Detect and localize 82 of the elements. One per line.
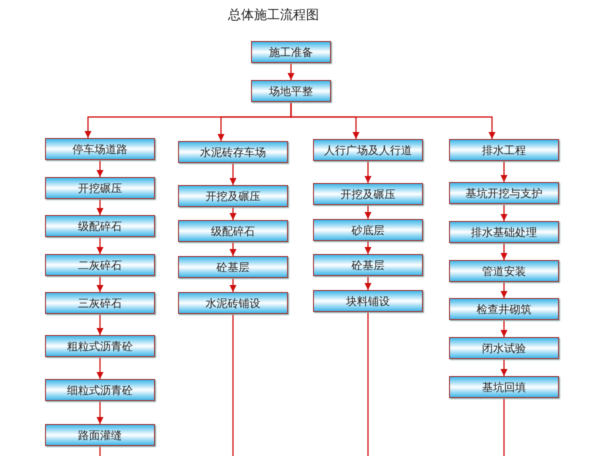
step-label: 检查井砌筑	[476, 302, 532, 316]
step-label: 管道安装	[482, 264, 526, 278]
step-label: 基坑开挖与支护	[466, 186, 542, 200]
arrow	[96, 237, 104, 254]
step-label: 基坑回填	[482, 380, 526, 394]
process-box	[313, 254, 423, 276]
arrow	[229, 163, 237, 185]
step-label: 水泥砖铺设	[206, 296, 260, 310]
arrow	[229, 207, 237, 220]
process-box	[449, 221, 559, 243]
connector-line	[99, 446, 101, 456]
step-label: 路面灌缝	[78, 428, 122, 442]
process-box	[45, 215, 155, 237]
step-label: 水泥砖存车场	[200, 144, 266, 160]
step-label: 砂底层	[352, 222, 384, 238]
arrow	[96, 357, 104, 379]
arrow	[364, 241, 372, 254]
step-label: 三灰碎石	[78, 296, 122, 310]
step-label: 砼基层	[352, 258, 384, 272]
step-label: 粗粒式沥青砼	[67, 338, 133, 354]
arrow	[229, 278, 237, 292]
process-box	[251, 80, 331, 102]
arrow	[287, 63, 295, 80]
step-label: 人行广场及人行道	[324, 142, 412, 158]
arrow	[290, 102, 496, 139]
step-label: 闭水试验	[482, 340, 526, 356]
diagram-title: 总体施工流程图	[228, 7, 319, 24]
arrow	[96, 401, 104, 424]
process-box	[178, 185, 288, 207]
step-label: 级配碎石	[78, 218, 122, 234]
step-label: 二灰碎石	[78, 258, 122, 272]
step-label: 块料铺设	[346, 294, 390, 308]
process-box	[449, 337, 559, 359]
process-box	[449, 298, 559, 320]
process-box	[45, 292, 155, 314]
process-box	[251, 41, 331, 63]
arrow	[500, 204, 508, 221]
step-label: 排水工程	[482, 142, 526, 158]
process-box	[178, 256, 288, 278]
process-box	[45, 177, 155, 199]
step-label: 级配碎石	[211, 224, 255, 238]
process-box	[178, 141, 288, 163]
arrow	[500, 243, 508, 260]
step-label: 开挖及碾压	[206, 188, 260, 204]
process-box	[45, 254, 155, 276]
process-box	[45, 379, 155, 401]
step-label: 施工准备	[269, 44, 313, 60]
step-label: 排水基础处理	[471, 224, 537, 240]
process-box	[313, 139, 423, 161]
step-label: 细粒式沥青砼	[67, 382, 133, 398]
arrow	[96, 160, 104, 177]
process-box	[178, 220, 288, 242]
step-label: 砼基层	[216, 260, 250, 274]
arrow	[96, 199, 104, 215]
connector-line	[367, 312, 369, 456]
step-label: 开挖及碾压	[340, 186, 396, 202]
process-box	[313, 183, 423, 205]
connector-line	[503, 398, 505, 456]
process-box	[45, 138, 155, 160]
arrow	[96, 276, 104, 292]
step-label: 停车场道路	[72, 142, 128, 156]
arrow	[500, 161, 508, 182]
process-box	[313, 219, 423, 241]
arrow	[96, 314, 104, 335]
process-box	[178, 292, 288, 314]
arrow	[364, 205, 372, 219]
process-box	[313, 290, 423, 312]
arrow	[364, 276, 372, 290]
arrow	[229, 242, 237, 256]
process-box	[449, 182, 559, 204]
connector-line	[232, 314, 234, 456]
process-box	[449, 139, 559, 161]
step-label: 开挖碾压	[78, 180, 122, 196]
process-box	[449, 260, 559, 282]
process-box	[45, 335, 155, 357]
process-box	[449, 376, 559, 398]
step-label: 场地平整	[269, 84, 313, 98]
arrow	[364, 161, 372, 183]
process-box	[45, 424, 155, 446]
arrow	[500, 282, 508, 298]
arrow	[500, 320, 508, 337]
arrow	[500, 359, 508, 376]
